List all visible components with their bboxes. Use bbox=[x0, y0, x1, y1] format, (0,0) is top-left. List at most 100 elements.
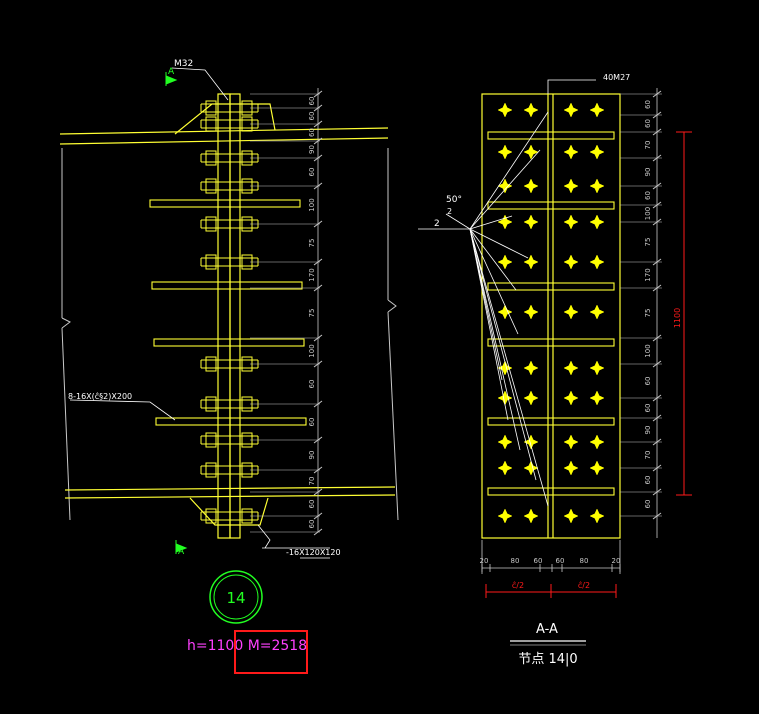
dim-value: 70 bbox=[644, 451, 652, 460]
h-value: h=1100 bbox=[187, 638, 244, 654]
bolt-hole bbox=[523, 460, 539, 476]
dim-value: 20 bbox=[612, 557, 621, 565]
bolt bbox=[200, 100, 259, 116]
dim-tick bbox=[313, 120, 323, 128]
dim-value: 90 bbox=[644, 426, 652, 435]
dim-value: 60 bbox=[308, 112, 316, 121]
dim-tick bbox=[652, 128, 662, 136]
bolt-hole bbox=[497, 178, 513, 194]
dim-tick bbox=[313, 258, 323, 266]
bolt-hole bbox=[589, 102, 605, 118]
node-title: 节点 14|0 bbox=[518, 652, 577, 667]
dim-tick bbox=[313, 154, 323, 162]
dim-tick bbox=[313, 512, 323, 520]
bolt-hole bbox=[523, 102, 539, 118]
dim-tick bbox=[313, 334, 323, 342]
dim-value: 60 bbox=[308, 520, 316, 529]
bolt-hole bbox=[523, 214, 539, 230]
dim-tick bbox=[313, 528, 323, 536]
dim-tick bbox=[313, 137, 323, 145]
dim-value: 100 bbox=[308, 344, 316, 357]
bolt-hole bbox=[497, 508, 513, 524]
m-value: M=2518 bbox=[247, 638, 308, 654]
section-mark-bottom: A bbox=[178, 547, 185, 557]
bolt-hole bbox=[563, 460, 579, 476]
bolt bbox=[200, 178, 259, 194]
dim-tick bbox=[652, 218, 662, 226]
dim-tick bbox=[313, 90, 323, 98]
dim-value: 75 bbox=[308, 239, 316, 248]
dim-tick bbox=[313, 360, 323, 368]
bolt-hole bbox=[589, 434, 605, 450]
bolt-hole bbox=[563, 360, 579, 376]
bolt-hole bbox=[589, 460, 605, 476]
dim-tick bbox=[313, 182, 323, 190]
bolt-hole bbox=[589, 214, 605, 230]
dim-tick bbox=[652, 360, 662, 368]
dim-tick bbox=[652, 154, 662, 162]
dim-value: 60 bbox=[644, 476, 652, 485]
dim-tick bbox=[313, 466, 323, 474]
dim-tick bbox=[652, 414, 662, 422]
dim-tick bbox=[652, 201, 662, 209]
dim-tick bbox=[313, 400, 323, 408]
dim-tick bbox=[652, 488, 662, 496]
half-label-left: ĉ/2 bbox=[512, 580, 524, 590]
bolt-hole bbox=[563, 144, 579, 160]
dim-value: 100 bbox=[644, 207, 652, 220]
highlight-box bbox=[234, 630, 308, 674]
bottom-plate-label: -16X120X120 bbox=[286, 548, 341, 557]
section-a-a: 40M27 50° 2 2 60607090601007517075100606… bbox=[418, 73, 692, 667]
dim-tick bbox=[652, 90, 662, 98]
bolt-hole bbox=[563, 254, 579, 270]
bolt bbox=[200, 356, 259, 372]
dim-tick bbox=[652, 182, 662, 190]
weld-size-2: 2 bbox=[434, 219, 440, 229]
bolt-hole bbox=[563, 178, 579, 194]
bolt-hole bbox=[497, 460, 513, 476]
bolt bbox=[200, 462, 259, 478]
dim-value: 60 bbox=[308, 128, 316, 137]
dim-value: 80 bbox=[580, 557, 589, 565]
dim-tick bbox=[652, 438, 662, 446]
total-height: 1100 bbox=[673, 308, 682, 328]
bolt-hole bbox=[497, 144, 513, 160]
bolt-hole bbox=[563, 434, 579, 450]
dim-value: 75 bbox=[644, 309, 652, 318]
dim-value: 20 bbox=[480, 557, 489, 565]
dim-value: 60 bbox=[556, 557, 565, 565]
bolt-hole bbox=[497, 304, 513, 320]
dim-value: 75 bbox=[644, 238, 652, 247]
bolt-hole bbox=[497, 434, 513, 450]
plate-label: 8-16X(ĉ§2)X200 bbox=[68, 391, 132, 401]
bolt-hole bbox=[523, 360, 539, 376]
h-m-parameters: h=1100 M=2518 bbox=[187, 638, 307, 654]
bolt-count-label: 40M27 bbox=[603, 73, 630, 82]
dim-value: 60 bbox=[308, 380, 316, 389]
bolt-hole bbox=[589, 144, 605, 160]
dim-tick bbox=[313, 436, 323, 444]
dim-value: 70 bbox=[644, 141, 652, 150]
bolt-hole bbox=[563, 214, 579, 230]
half-label-right: ĉ/2 bbox=[578, 580, 590, 590]
dim-value: 90 bbox=[308, 451, 316, 460]
dim-tick bbox=[313, 220, 323, 228]
bolt-hole bbox=[589, 390, 605, 406]
right-bolt-group bbox=[497, 102, 605, 524]
dim-value: 75 bbox=[308, 309, 316, 318]
dim-value: 170 bbox=[644, 268, 652, 281]
dim-value: 60 bbox=[644, 377, 652, 386]
bolt bbox=[200, 508, 259, 524]
dim-value: 60 bbox=[644, 100, 652, 109]
bolt bbox=[200, 216, 259, 232]
bolt-hole bbox=[523, 254, 539, 270]
bolt-hole bbox=[497, 214, 513, 230]
bolt-hole bbox=[523, 304, 539, 320]
bolt-hole bbox=[523, 144, 539, 160]
bolt-hole bbox=[589, 254, 605, 270]
dim-tick bbox=[652, 334, 662, 342]
bolt-hole bbox=[589, 360, 605, 376]
